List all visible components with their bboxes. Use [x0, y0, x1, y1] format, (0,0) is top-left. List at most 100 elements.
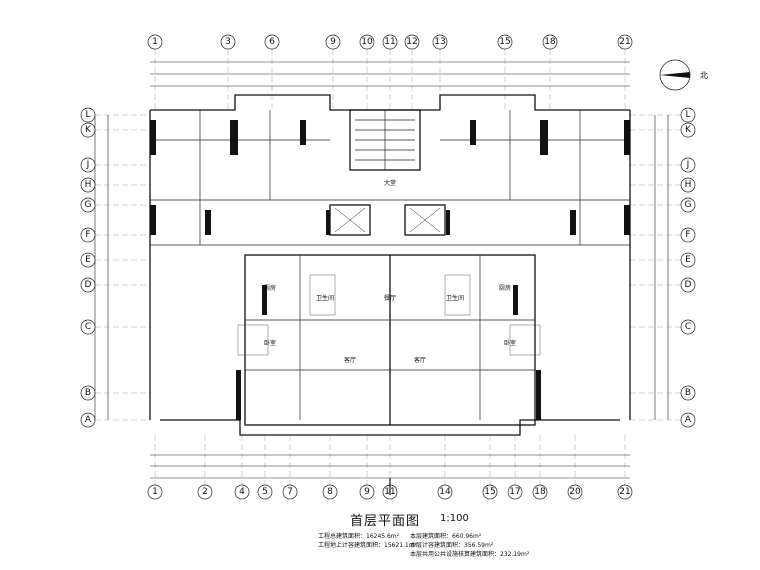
axis-left-A-circle [80, 412, 96, 428]
axis-right-F-circle [680, 227, 696, 243]
axis-left-D-circle [80, 277, 96, 293]
axis-right-A-label: A [685, 415, 692, 425]
axis-bottom-14-circle [437, 484, 453, 500]
axis-bottom-21-circle [617, 484, 633, 500]
axis-right-G-label: G [685, 200, 692, 210]
axis-right-H-circle [680, 177, 696, 193]
axis-left-C-label: C [85, 322, 91, 332]
axis-top-10-circle [359, 34, 375, 50]
axis-top-12-label: 12 [406, 37, 417, 47]
axis-top-9-circle [325, 34, 341, 50]
axis-top-1-circle [147, 34, 163, 50]
axis-bottom-21-label: 21 [619, 487, 630, 497]
axis-left-F-label: F [85, 230, 90, 240]
axis-top-21-label: 21 [619, 37, 630, 47]
axis-left-C-circle [80, 319, 96, 335]
axis-right-L-label: L [685, 110, 690, 120]
axis-bottom-8-circle [322, 484, 338, 500]
axis-top-21-circle [617, 34, 633, 50]
axis-bottom-1-label: 1 [152, 487, 158, 497]
axis-bottom-9-circle [359, 484, 375, 500]
axis-bottom-7-label: 7 [287, 487, 293, 497]
axis-bottom-4-label: 4 [239, 487, 245, 497]
axis-right-G-circle [680, 197, 696, 213]
axis-left-F-circle [80, 227, 96, 243]
axis-top-3-circle [220, 34, 236, 50]
axis-left-B-label: B [85, 388, 91, 398]
axis-top-3-label: 3 [225, 37, 231, 47]
axis-bottom-15-label: 15 [484, 487, 495, 497]
axis-top-9-label: 9 [330, 37, 336, 47]
axis-right-B-label: B [685, 388, 691, 398]
axis-top-18-label: 18 [544, 37, 556, 47]
room-label-1: 卧室 [504, 339, 516, 347]
axis-right-A-circle [680, 412, 696, 428]
dimension-lines [94, 61, 669, 479]
axis-right-L-circle [680, 107, 696, 123]
axis-top-6-label: 6 [269, 37, 275, 47]
axis-bottom-15-circle [482, 484, 498, 500]
room-label-4: 餐厅 [384, 294, 396, 302]
axis-left-K-circle [80, 122, 96, 138]
axis-left-H-label: H [85, 180, 92, 190]
room-label-6: 厨房 [499, 284, 511, 292]
room-label-2: 客厅 [344, 356, 356, 364]
axis-right-E-circle [680, 252, 696, 268]
axis-left-G-circle [80, 197, 96, 213]
axis-bottom-18-circle [532, 484, 548, 500]
axis-left-D-label: D [85, 280, 92, 290]
interior-walls [150, 110, 630, 420]
axis-top-11-label: 11 [384, 37, 395, 47]
axis-left-A-label: A [85, 415, 92, 425]
axis-bottom-9-label: 9 [364, 487, 370, 497]
note-left-1: 工程总建筑面积：16245.6m² [318, 533, 400, 540]
axis-left-L-label: L [85, 110, 90, 120]
room-label-8: 卫生间 [446, 294, 464, 302]
drawing-scale: 1:100 [440, 513, 469, 524]
axis-right-D-circle [680, 277, 696, 293]
axis-right-F-label: F [685, 230, 690, 240]
axis-right-K-label: K [685, 125, 692, 135]
axis-bottom-2-circle [197, 484, 213, 500]
axis-top-15-circle [497, 34, 513, 50]
axis-bottom-14-label: 14 [439, 487, 451, 497]
axis-top-1-label: 1 [152, 37, 158, 47]
room-label-0: 卧室 [264, 339, 276, 347]
room-label-5: 厨房 [264, 284, 276, 292]
axis-left-E-label: E [85, 255, 91, 265]
axis-bottom-5-circle [257, 484, 273, 500]
room-label-7: 卫生间 [316, 294, 334, 302]
drawing-title: 首层平面图 [350, 514, 421, 529]
structural-columns [150, 120, 630, 420]
axis-left-H-circle [80, 177, 96, 193]
axis-right-J-circle [680, 157, 696, 173]
axis-left-B-circle [80, 385, 96, 401]
axis-top-11-circle [382, 34, 398, 50]
note-right-1: 本层建筑面积：660.96m² [410, 533, 482, 540]
room-label-3: 客厅 [414, 356, 426, 364]
axis-bottom-4-circle [234, 484, 250, 500]
axis-right-E-label: E [685, 255, 691, 265]
axis-right-H-label: H [685, 180, 692, 190]
room-label-9: 大堂 [384, 179, 396, 187]
detail-hatch [237, 274, 541, 356]
note-right-2: 本层计容建筑面积：356.59m² [410, 542, 494, 549]
axis-left-G-label: G [85, 200, 92, 210]
elevator-marks [334, 207, 441, 233]
axis-left-E-circle [80, 252, 96, 268]
axis-top-12-circle [404, 34, 420, 50]
axis-left-K-label: K [85, 125, 92, 135]
building-outline [149, 94, 631, 436]
axis-left-L-circle [80, 107, 96, 123]
axis-left-J-circle [80, 157, 96, 173]
note-left-2: 工程地上计容建筑面积：15621.1m² [318, 542, 418, 549]
axis-bottom-8-label: 8 [327, 487, 333, 497]
axis-right-C-label: C [685, 322, 691, 332]
north-label: 北 [700, 71, 708, 80]
axis-top-13-label: 13 [434, 37, 445, 47]
axis-right-D-label: D [685, 280, 692, 290]
axis-top-6-circle [264, 34, 280, 50]
